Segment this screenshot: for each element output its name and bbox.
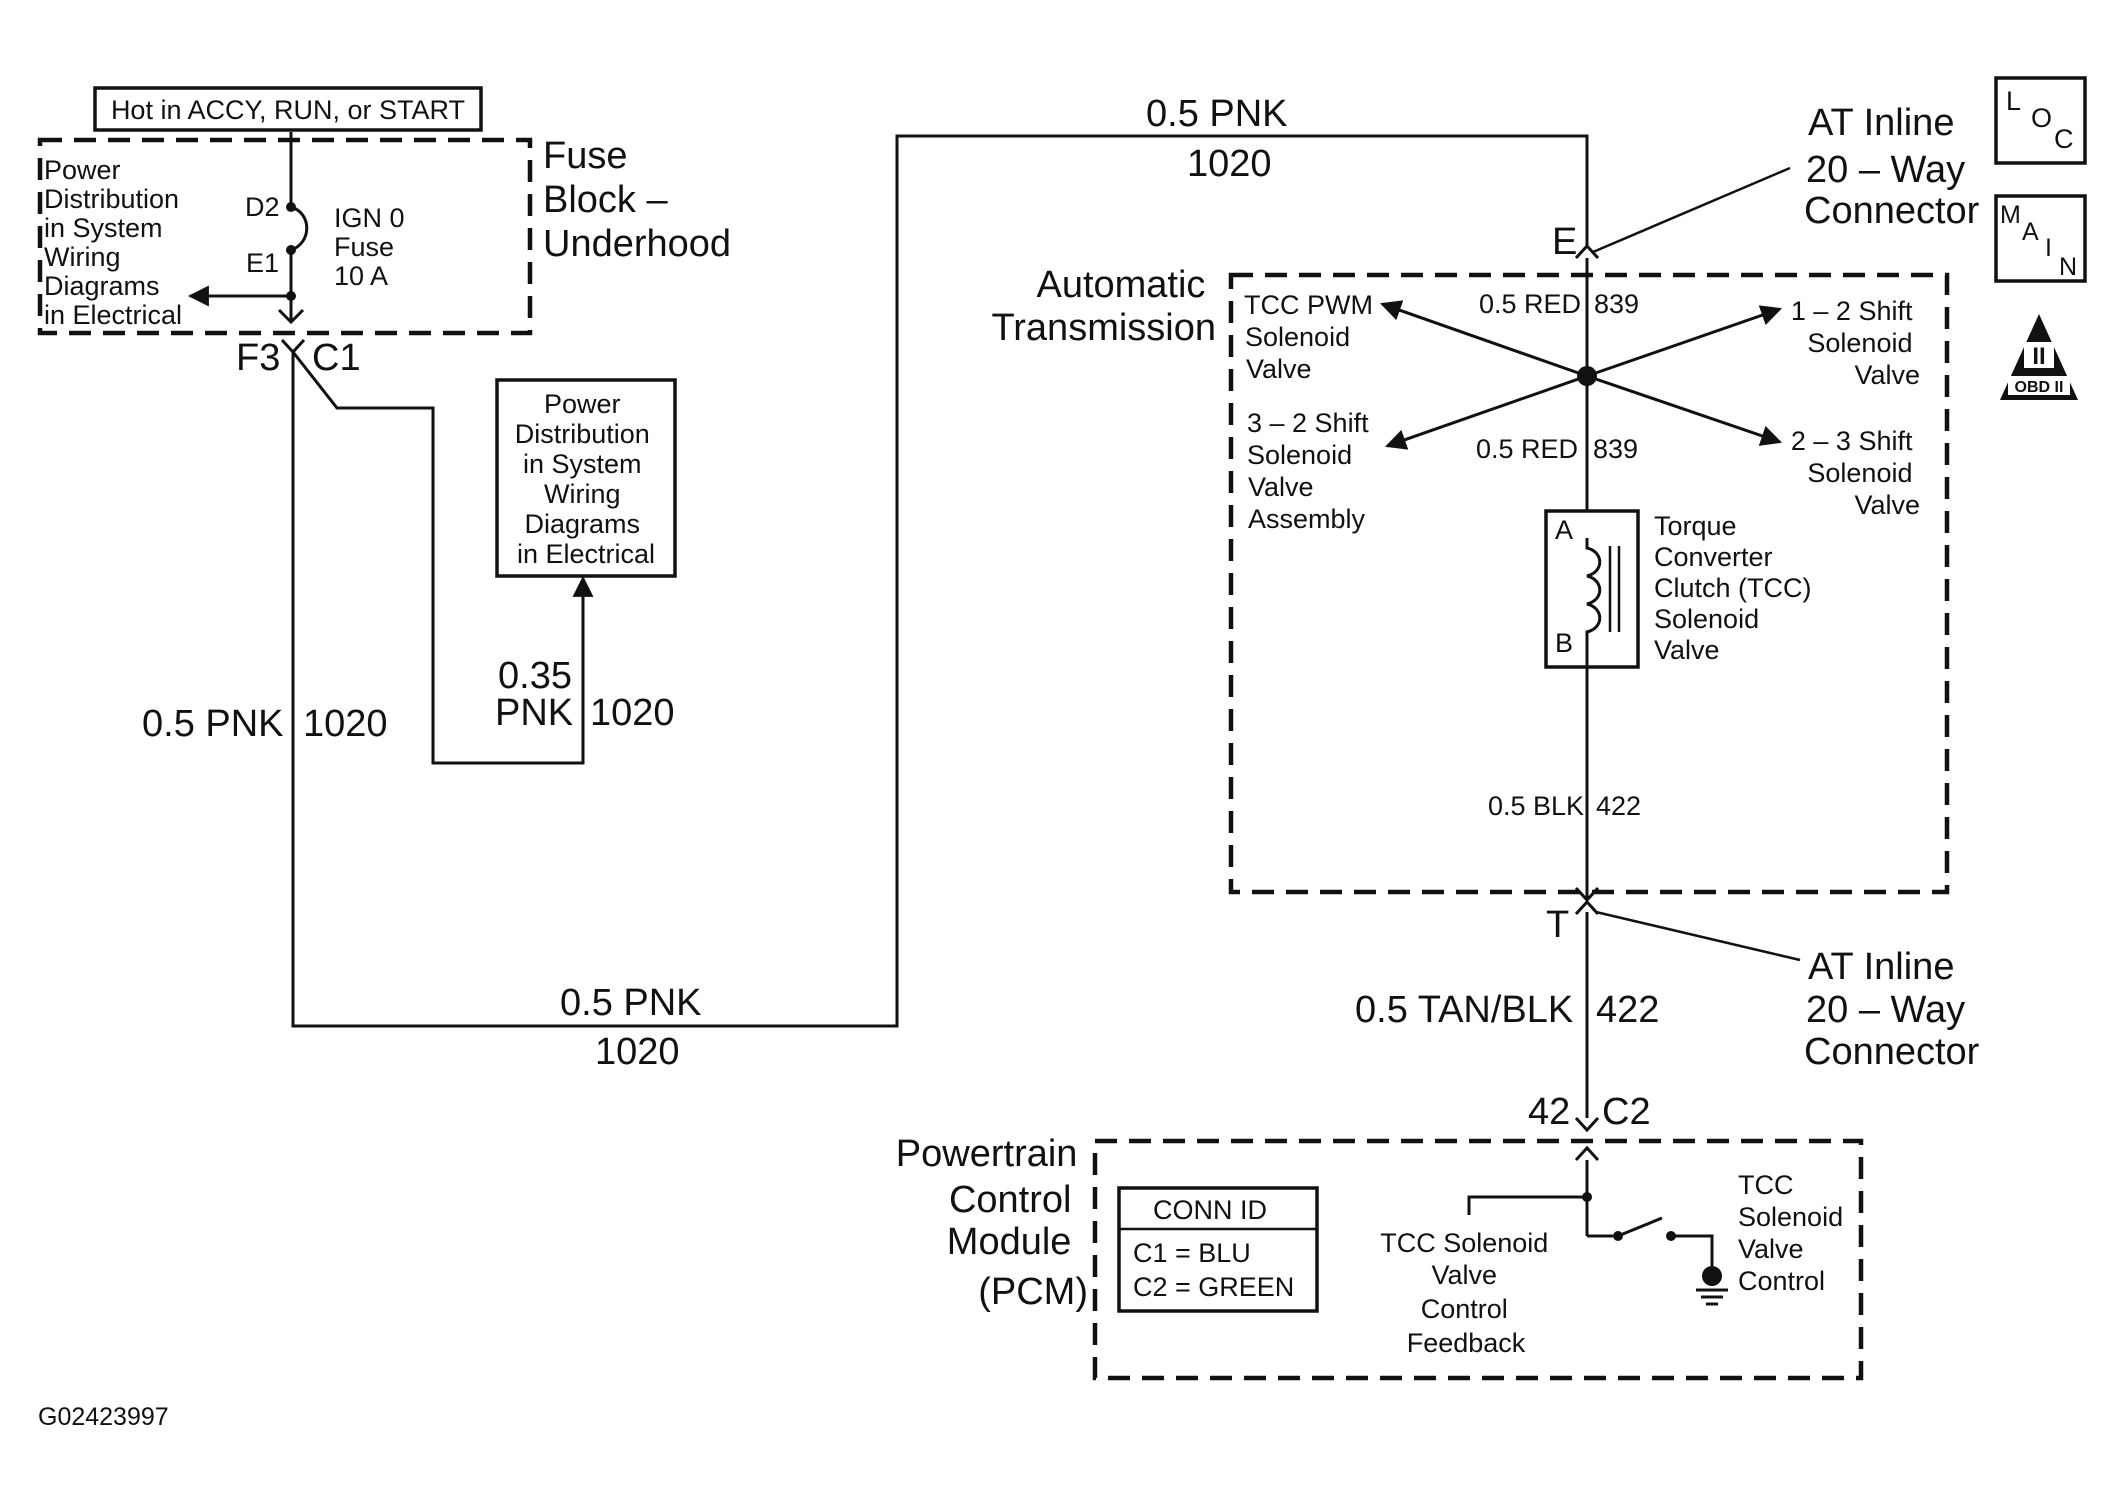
- wire-blk-circuit: 422: [1596, 791, 1641, 821]
- at-bottom-pin-t: T: [1546, 904, 1569, 946]
- connector-c1: C1: [312, 337, 361, 379]
- fuse-terminal-top: [286, 202, 296, 212]
- pcm-splice: [1582, 1192, 1592, 1202]
- connector-c1-male: [280, 338, 306, 355]
- fuse-block-outline: [37, 137, 533, 336]
- wire-red-lower-circuit: 839: [1593, 434, 1638, 464]
- main-icon: M A I N: [1994, 194, 2087, 283]
- at-top-connector-symbol: [1574, 243, 1600, 260]
- arrow-shift-12: [1586, 305, 1782, 378]
- pcm-module: Powertrain Control Module (PCM) CONN ID …: [896, 1133, 1864, 1381]
- pcm-title: Powertrain Control Module (PCM): [896, 1133, 1088, 1313]
- tcc-solenoid-coil: A B: [1544, 509, 1640, 669]
- wire-branch-size: 0.35: [498, 655, 572, 697]
- shift-12-label: 1 – 2 Shift Solenoid Valve: [1791, 296, 1920, 390]
- wire-left-size-color: 0.5 PNK: [142, 703, 284, 745]
- wire-red-upper-size-color: 0.5 RED: [1479, 289, 1581, 319]
- arrow-shift-32: [1385, 374, 1588, 450]
- at-top-pin-e: E: [1552, 221, 1577, 263]
- svg-text:L: L: [2006, 86, 2021, 116]
- svg-text:M: M: [2000, 201, 2021, 229]
- wire-bottom-circuit: 1020: [595, 1031, 680, 1073]
- fuse-label: IGN 0 Fuse 10 A: [334, 203, 412, 291]
- coil-frame: [1544, 509, 1640, 669]
- shift-23-label: 2 – 3 Shift Solenoid Valve: [1791, 426, 1920, 520]
- power-dist-box-text: Power Distribution in System Wiring Diag…: [515, 389, 658, 569]
- wire-tan-circuit: 422: [1596, 989, 1659, 1031]
- pcm-connector-female: [1574, 1145, 1600, 1162]
- wire-red-upper-circuit: 839: [1594, 289, 1639, 319]
- wire-top-size-color: 0.5 PNK: [1146, 93, 1288, 135]
- loc-icon: L O C: [1994, 76, 2087, 165]
- power-note-text: Hot in ACCY, RUN, or START: [111, 95, 465, 125]
- switch-lead-right: [1671, 1234, 1714, 1276]
- pcm-internal-wiring: [1467, 1160, 1589, 1236]
- conn-id-title: CONN ID: [1153, 1195, 1267, 1225]
- coil-pin-a: A: [1555, 515, 1573, 545]
- coil-winding: [1585, 538, 1602, 667]
- svg-text:A: A: [2022, 218, 2039, 246]
- arrow-tcc-pwm: [1380, 300, 1588, 378]
- fuse-pin-d2: D2: [245, 192, 280, 222]
- power-note: Hot in ACCY, RUN, or START: [93, 86, 483, 132]
- power-note-frame: [93, 86, 483, 132]
- svg-text:O: O: [2031, 103, 2052, 133]
- tcc-solenoid-label: Torque Converter Clutch (TCC) Solenoid V…: [1654, 511, 1819, 665]
- conn-id-frame: [1117, 1186, 1319, 1313]
- svg-text:C: C: [2054, 124, 2074, 154]
- at-bottom-connector-female: [1574, 899, 1600, 916]
- shift-32-label: 3 – 2 Shift Solenoid Valve Assembly: [1247, 408, 1376, 534]
- pcm-outline: [1092, 1138, 1864, 1381]
- fuse-connector-female: [277, 308, 305, 325]
- tcc-pwm-label: TCC PWM Solenoid Valve: [1244, 290, 1381, 384]
- pcm-connector-c2: C2: [1602, 1091, 1651, 1133]
- wire-branch-color: PNK: [495, 692, 573, 734]
- figure-id: G02423997: [38, 1403, 169, 1431]
- conn-id-row-c2: C2 = GREEN: [1133, 1272, 1294, 1302]
- power-dist-box-frame: [495, 378, 677, 578]
- wire-branch-circuit: 1020: [590, 692, 675, 734]
- power-dist-box: Power Distribution in System Wiring Diag…: [495, 378, 677, 578]
- pcm-pin-42: 42: [1528, 1091, 1570, 1133]
- wire-blk-size-color: 0.5 BLK: [1488, 791, 1584, 821]
- at-bottom-label: AT Inline 20 – Way Connector: [1804, 946, 1980, 1073]
- svg-text:N: N: [2059, 253, 2077, 281]
- wire-bottom-size-color: 0.5 PNK: [560, 982, 702, 1024]
- at-top-label: AT Inline 20 – Way Connector: [1804, 102, 1980, 232]
- pcm-connector-male: [1574, 1116, 1600, 1133]
- at-top-leader: [1592, 166, 1791, 254]
- svg-text:II: II: [2032, 343, 2045, 370]
- transmission-title: Automatic Transmission: [991, 264, 1216, 349]
- obd-ii-icon: II OBD II: [2000, 314, 2078, 400]
- ground-node: [1702, 1266, 1722, 1286]
- transmission-outline: [1228, 272, 1950, 895]
- conn-id-row-c1: C1 = BLU: [1133, 1238, 1251, 1268]
- fuse-pin-e1: E1: [246, 248, 279, 278]
- connector-f3: F3: [236, 337, 280, 379]
- wire-red-lower-size-color: 0.5 RED: [1476, 434, 1578, 464]
- wire-pnk-1020-main: [291, 134, 1589, 1028]
- fuse-block-power-dist-ref: Power Distribution in System Wiring Diag…: [44, 155, 187, 330]
- automatic-transmission: Automatic Transmission 0.5 RED 839 0.5 R…: [991, 258, 1950, 900]
- svg-text:OBD II: OBD II: [2015, 379, 2064, 396]
- wire-top-circuit: 1020: [1187, 143, 1272, 185]
- fuse-terminal-bottom: [286, 245, 296, 255]
- arrow-shift-23: [1586, 374, 1782, 446]
- svg-text:I: I: [2045, 234, 2052, 262]
- conn-id-table: CONN ID C1 = BLU C2 = GREEN: [1117, 1186, 1319, 1313]
- fuse-block-title: Fuse Block – Underhood: [543, 135, 731, 265]
- switch-blade: [1617, 1216, 1663, 1238]
- wire-left-circuit: 1020: [303, 703, 388, 745]
- fuse-symbol: [289, 132, 309, 320]
- coil-pin-b: B: [1555, 628, 1573, 658]
- wire-tan-size-color: 0.5 TAN/BLK: [1355, 989, 1573, 1031]
- fuse-block: Fuse Block – Underhood Power Distributio…: [37, 132, 731, 336]
- tcc-feedback-label: TCC Solenoid Valve Control Feedback: [1380, 1228, 1556, 1358]
- tcc-control-label: TCC Solenoid Valve Control: [1738, 1170, 1851, 1296]
- at-bottom-leader: [1595, 910, 1801, 962]
